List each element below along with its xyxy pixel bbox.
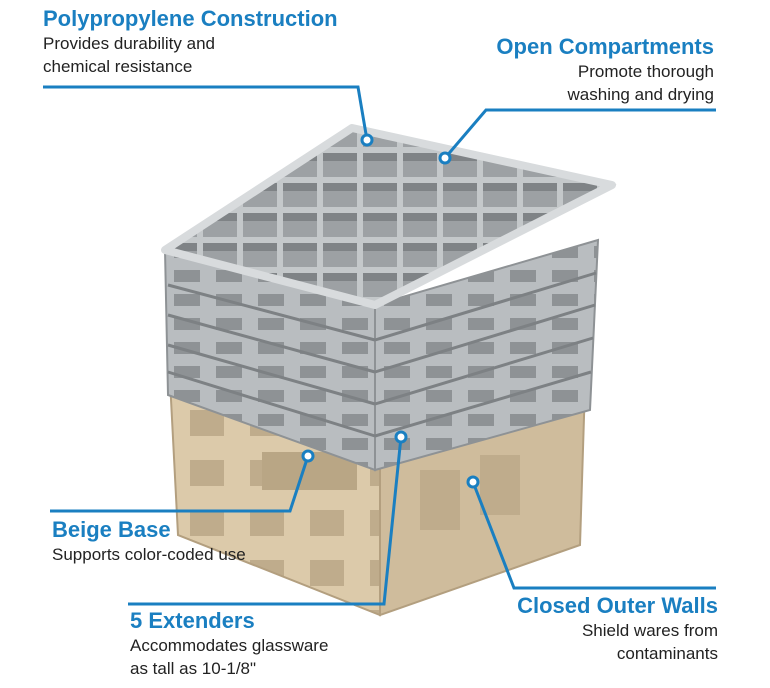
- callout-extenders: 5 Extenders Accommodates glassware as ta…: [130, 608, 328, 680]
- compartment-grid: [161, 124, 617, 309]
- callout-title: Closed Outer Walls: [517, 593, 718, 618]
- callout-desc-line1: Shield wares from: [581, 621, 718, 640]
- callout-open-compartments: Open Compartments Promote thorough washi…: [496, 34, 714, 106]
- callout-beige-base: Beige Base Supports color-coded use: [52, 517, 246, 566]
- callout-leaders: [43, 85, 716, 606]
- callout-desc-line1: Provides durability and: [43, 34, 215, 53]
- callout-desc-line2: washing and drying: [567, 85, 714, 104]
- callout-title: Polypropylene Construction: [43, 6, 338, 31]
- callout-desc-line2: contaminants: [616, 644, 718, 663]
- callout-desc-line2: as tall as 10-1/8": [130, 659, 257, 678]
- callout-desc-line2: chemical resistance: [43, 57, 193, 76]
- callout-polypropylene: Polypropylene Construction Provides dura…: [43, 6, 338, 78]
- callout-title: Open Compartments: [496, 34, 714, 59]
- callout-desc-line1: Promote thorough: [577, 62, 714, 81]
- callout-closed-outer-walls: Closed Outer Walls Shield wares from con…: [517, 593, 718, 665]
- extenders: [163, 238, 600, 472]
- callout-dots: [301, 133, 480, 489]
- callout-desc-line1: Accommodates glassware: [130, 636, 329, 655]
- callout-title: 5 Extenders: [130, 608, 255, 633]
- callout-desc-line1: Supports color-coded use: [52, 545, 246, 564]
- callout-title: Beige Base: [52, 517, 171, 542]
